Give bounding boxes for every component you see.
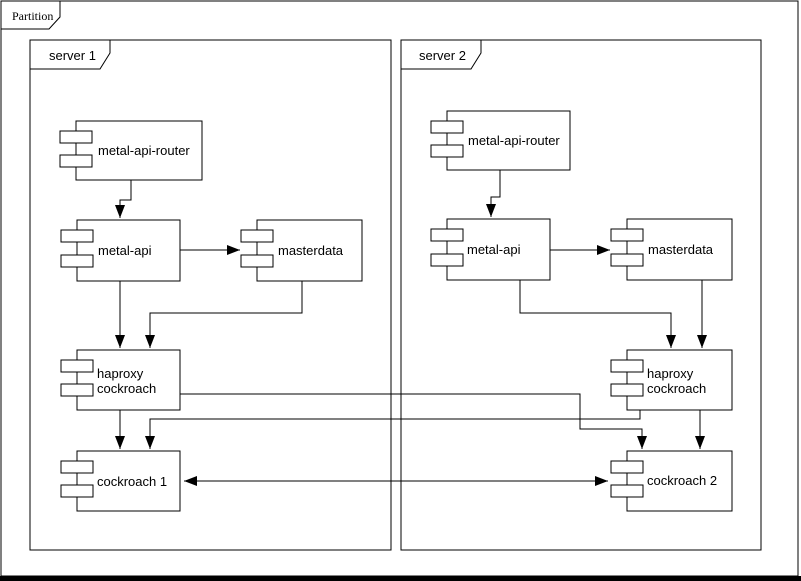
component-tab-icon <box>610 253 644 267</box>
component-body <box>626 450 733 512</box>
component-tab-icon <box>610 228 644 242</box>
server2-frame <box>400 39 762 551</box>
component-body <box>76 450 181 512</box>
component-server1-masterdata: masterdata <box>240 219 363 282</box>
server1-label: server 1 <box>49 48 96 63</box>
component-body <box>626 349 733 411</box>
canvas-bottom-edge <box>0 576 801 581</box>
server2-frame-tab <box>400 39 482 70</box>
edge-s1-haproxy-to-cockroach2 <box>180 393 647 449</box>
component-server1-metal-api: metal-api <box>60 219 181 282</box>
component-server2-metal-api: metal-api <box>430 218 551 281</box>
component-tab-icon <box>60 229 94 243</box>
component-body <box>76 349 181 411</box>
component-tab-icon <box>240 254 274 268</box>
component-label: metal-api <box>98 243 152 258</box>
edge-s1-router-to-api <box>115 180 132 218</box>
component-body <box>75 120 203 181</box>
component-label: masterdata <box>278 243 344 258</box>
component-server2-haproxy-cockroach: haproxy cockroach <box>610 349 733 411</box>
component-tab-icon <box>240 229 274 243</box>
component-body <box>446 110 571 171</box>
server2-group: server 2 metal-api-router metal-api mast… <box>400 39 762 551</box>
component-server2-masterdata: masterdata <box>610 218 733 281</box>
server2-label: server 2 <box>419 48 466 63</box>
edge-s2-api-to-haproxy <box>519 280 676 348</box>
component-tab-icon <box>610 484 644 498</box>
server1-frame <box>29 39 392 551</box>
edges <box>115 170 707 486</box>
component-label: cockroach 1 <box>97 474 167 489</box>
server1-group: server 1 metal-api-router metal-api mast… <box>29 39 392 551</box>
component-tab-icon <box>430 253 464 267</box>
component-label: metal-api <box>467 242 521 257</box>
component-tab-icon <box>430 228 464 242</box>
component-tab-icon <box>59 154 93 168</box>
component-label: cockroach <box>97 381 156 396</box>
component-tab-icon <box>59 130 93 144</box>
component-tab-icon <box>430 144 464 158</box>
component-tab-icon <box>610 383 644 397</box>
component-tab-icon <box>60 254 94 268</box>
edge-s2-haproxy-to-cockroach1 <box>145 410 641 449</box>
component-tab-icon <box>60 359 94 373</box>
component-label: metal-api-router <box>468 133 560 148</box>
component-server1-haproxy-cockroach: haproxy cockroach <box>60 349 181 411</box>
component-label: cockroach 2 <box>647 473 717 488</box>
component-body <box>76 219 181 282</box>
component-server1-metal-api-router: metal-api-router <box>59 120 203 181</box>
component-label: haproxy <box>647 366 694 381</box>
partition-label: Partition <box>12 9 53 23</box>
component-tab-icon <box>610 460 644 474</box>
component-server1-cockroach-1: cockroach 1 <box>60 450 181 512</box>
component-tab-icon <box>60 460 94 474</box>
component-tab-icon <box>430 120 464 134</box>
component-label: cockroach <box>647 381 706 396</box>
component-body <box>626 218 733 281</box>
component-label: metal-api-router <box>98 143 190 158</box>
component-tab-icon <box>610 359 644 373</box>
component-body <box>446 218 551 281</box>
edge-s2-router-to-api <box>486 170 501 217</box>
component-server2-cockroach-2: cockroach 2 <box>610 450 733 512</box>
component-body <box>256 219 363 282</box>
partition-frame-tab <box>0 0 61 30</box>
component-label: masterdata <box>648 242 714 257</box>
component-tab-icon <box>60 383 94 397</box>
component-server2-metal-api-router: metal-api-router <box>430 110 571 171</box>
edge-s1-masterdata-to-haproxy <box>145 281 303 348</box>
server1-frame-tab <box>29 39 111 70</box>
component-tab-icon <box>60 484 94 498</box>
component-label: haproxy <box>97 366 144 381</box>
